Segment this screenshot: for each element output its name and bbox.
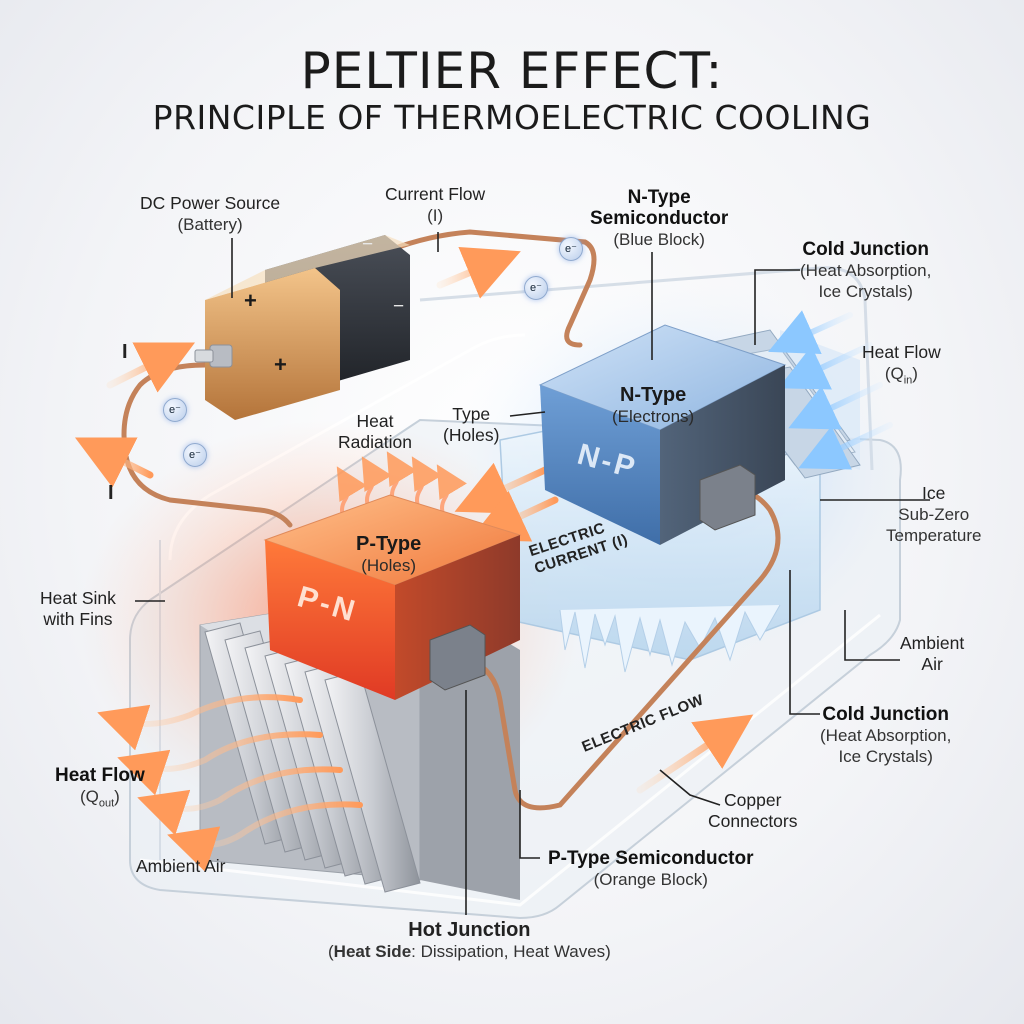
label-cold-junction-top: Cold Junction (Heat Absorption, Ice Crys… xyxy=(800,239,932,301)
label-heat-flow-out: Heat Flow (Qout) xyxy=(55,765,145,810)
label-hot-junction: Hot Junction (Heat Side: Dissipation, He… xyxy=(328,919,611,962)
electric-current-arrows xyxy=(454,462,559,542)
current-symbol-bottom: I xyxy=(108,482,114,504)
label-heat-sink: Heat Sink with Fins xyxy=(40,588,116,629)
n-block-label: N-Type (Electrons) xyxy=(612,384,695,426)
battery-minus-top: − xyxy=(362,234,374,255)
label-heat-flow-in: Heat Flow (Qin) xyxy=(862,342,941,387)
electron-3: e⁻ xyxy=(163,398,187,422)
battery-minus-side: − xyxy=(393,296,405,317)
n-type-block xyxy=(538,324,787,545)
label-current-flow: Current Flow (I) xyxy=(385,184,486,225)
label-ambient-air-left: Ambient Air xyxy=(136,856,226,876)
heat-flow-out-arrows xyxy=(97,694,363,873)
current-arrows xyxy=(74,246,754,794)
label-n-type-semiconductor: N-Type Semiconductor (Blue Block) xyxy=(590,187,729,249)
p-block-label: P-Type (Holes) xyxy=(356,533,422,575)
label-cold-junction-bottom: Cold Junction (Heat Absorption, Ice Crys… xyxy=(820,704,952,766)
battery-plus-front: + xyxy=(274,352,287,377)
label-p-type-semiconductor: P-Type Semiconductor (Orange Block) xyxy=(548,848,754,889)
label-ambient-air-right: Ambient Air xyxy=(900,633,965,674)
page-title: PELTIER EFFECT: xyxy=(300,42,724,100)
battery-plus-top: + xyxy=(244,288,257,313)
label-type-holes: Type (Holes) xyxy=(443,404,500,445)
heat-flow-in-arrows xyxy=(768,310,893,470)
p-type-block xyxy=(263,494,522,700)
electron-4: e⁻ xyxy=(183,443,207,467)
label-heat-radiation: Heat Radiation xyxy=(338,411,412,452)
label-copper-connectors: Copper Connectors xyxy=(708,790,798,831)
current-symbol-top: I xyxy=(122,341,128,363)
battery xyxy=(194,235,410,420)
label-ice: Ice Sub-Zero Temperature xyxy=(886,483,982,545)
electron-1: e⁻ xyxy=(559,237,583,261)
page-subtitle: PRINCIPLE OF THERMOELECTRIC COOLING xyxy=(152,98,872,137)
electron-2: e⁻ xyxy=(524,276,548,300)
label-dc-power-source: DC Power Source (Battery) xyxy=(140,193,281,234)
leader-lines xyxy=(135,232,930,915)
